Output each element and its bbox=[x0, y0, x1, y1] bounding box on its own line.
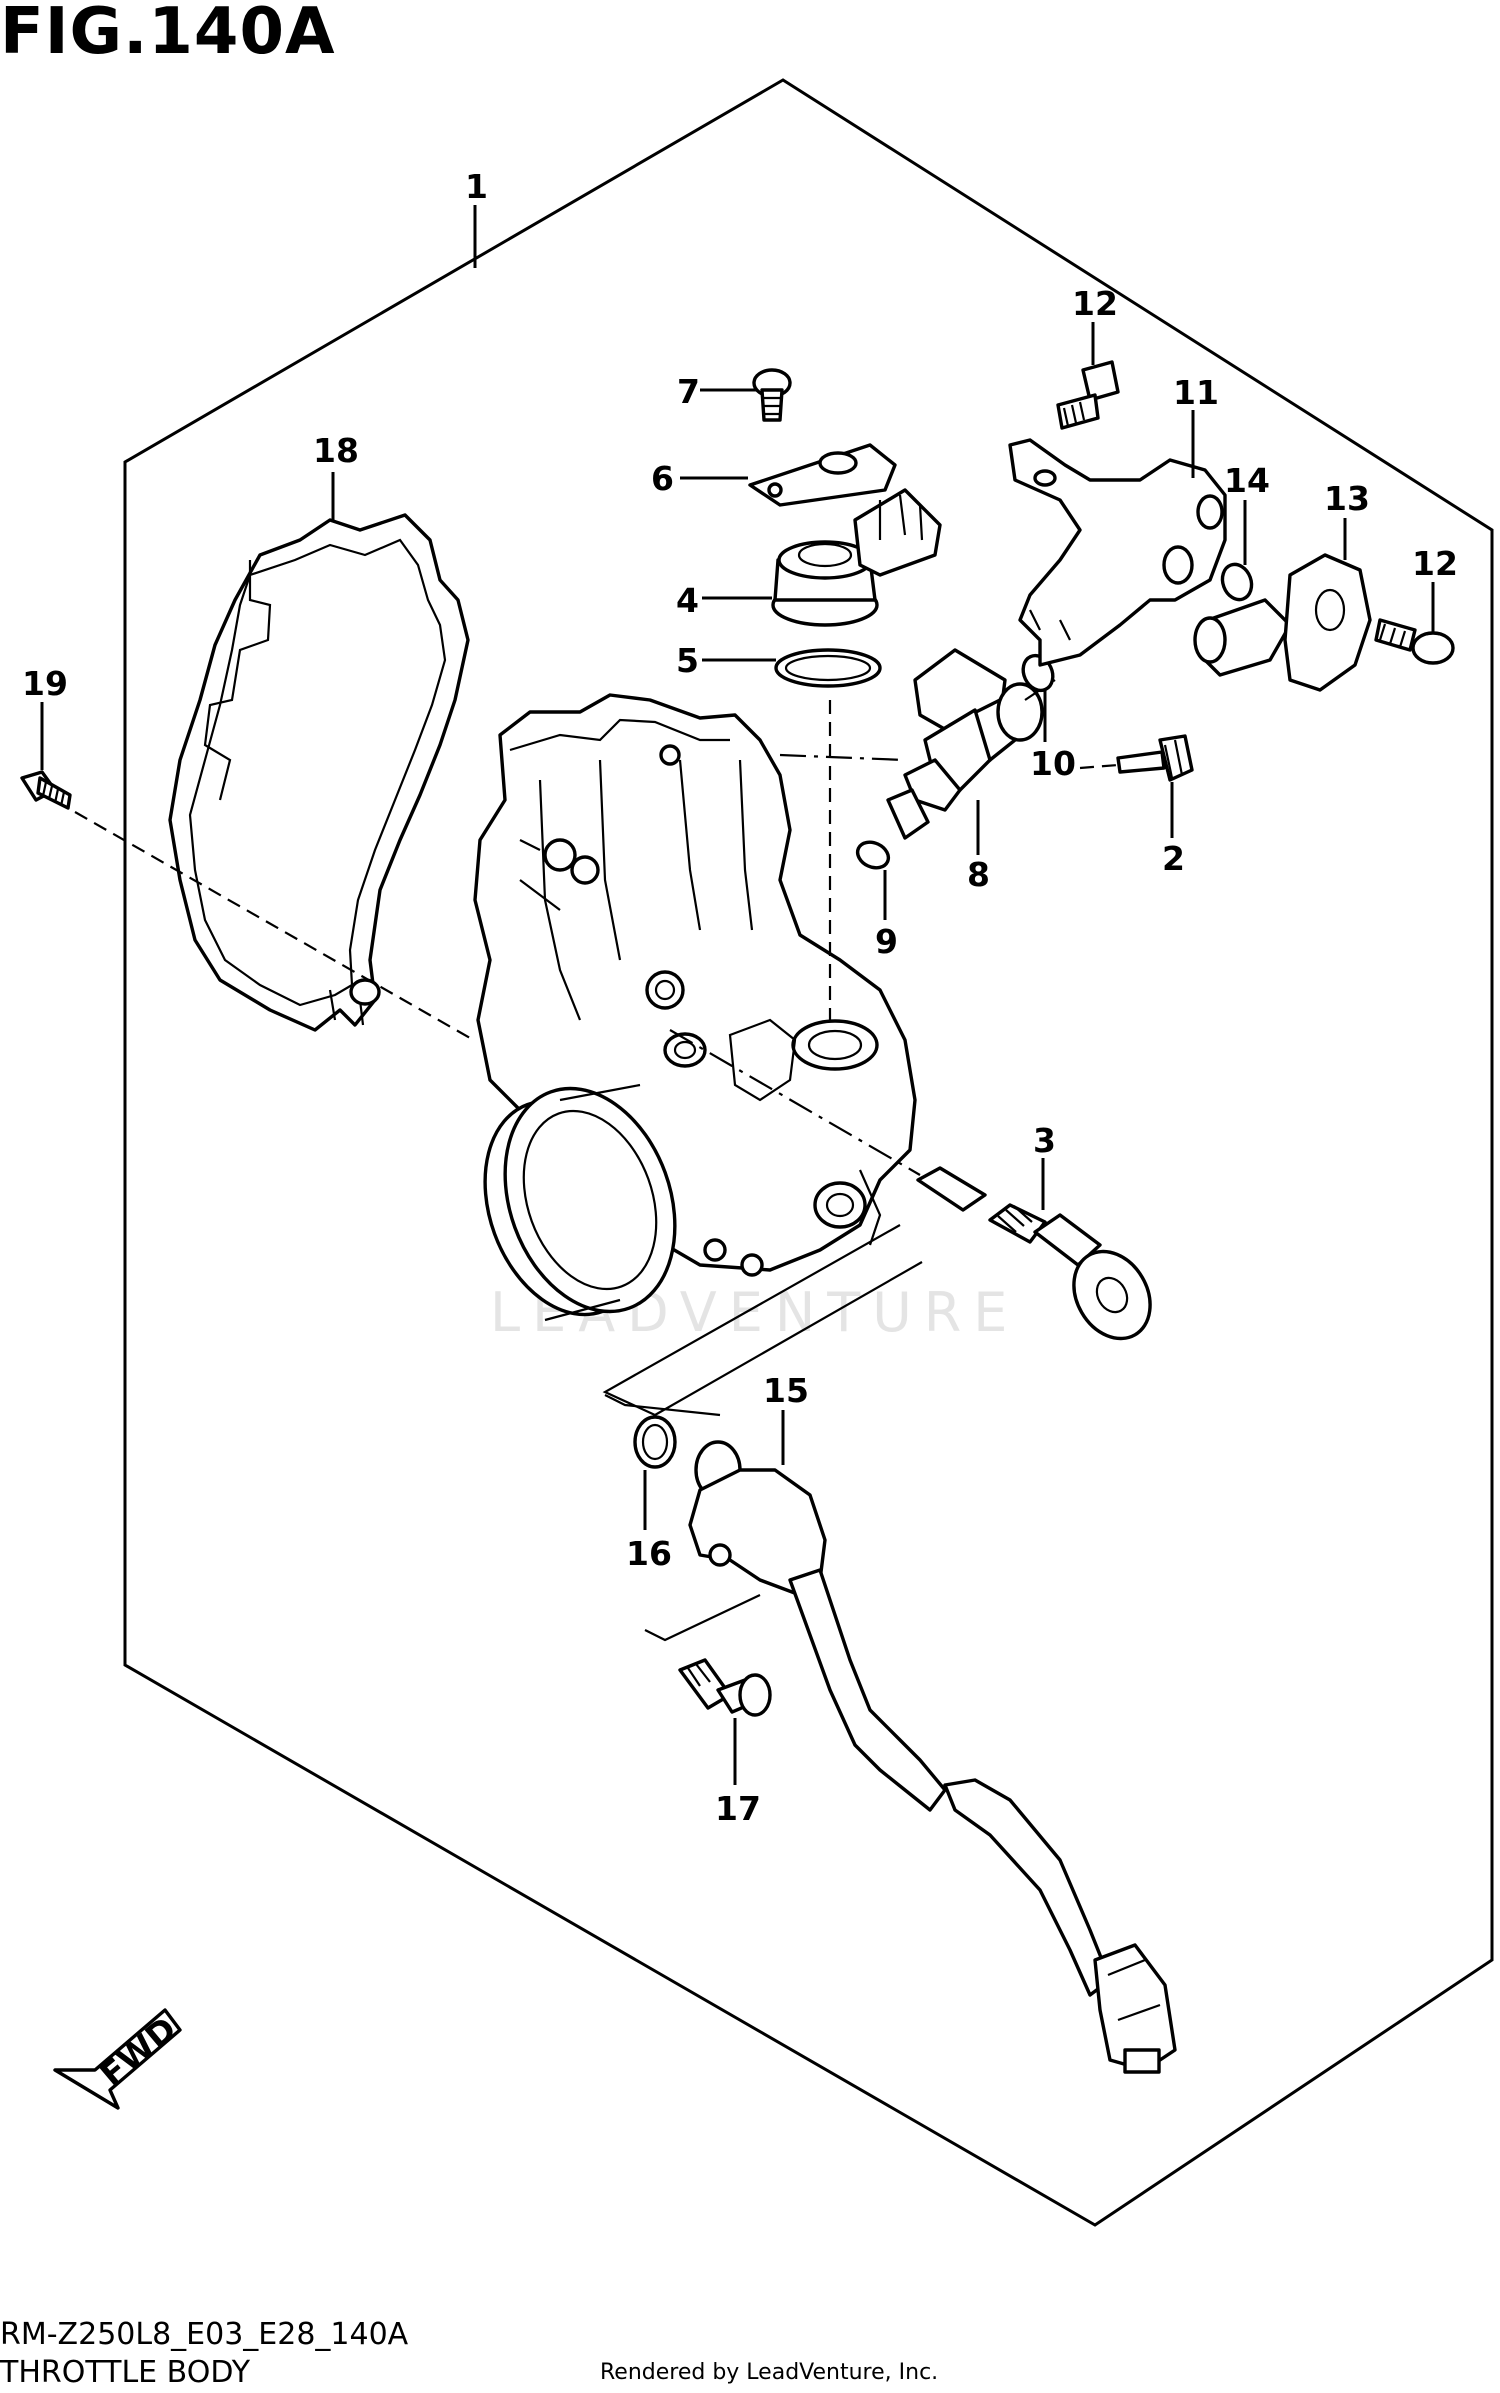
figure-title: FIG.140A bbox=[0, 0, 336, 69]
part-19-screw bbox=[20, 770, 72, 810]
part-6-bracket bbox=[748, 443, 897, 507]
callout-16: 16 bbox=[626, 1534, 672, 1573]
assembly-subbox bbox=[602, 1224, 923, 1417]
part-4-sensor bbox=[771, 488, 942, 627]
part-12a-screw bbox=[1056, 360, 1120, 430]
callout-12-upper: 12 bbox=[1072, 284, 1118, 323]
callout-2: 2 bbox=[1162, 839, 1185, 878]
callout-8: 8 bbox=[967, 855, 990, 894]
callout-3: 3 bbox=[1033, 1121, 1056, 1160]
part-12b-screw bbox=[1374, 618, 1455, 665]
part-15-sensor-harness bbox=[688, 1440, 1177, 2074]
subbox-17 bbox=[644, 1594, 761, 1642]
part-11-bracket bbox=[1008, 438, 1227, 667]
part-16-o-ring bbox=[633, 1415, 677, 1469]
callout-17: 17 bbox=[715, 1789, 761, 1828]
centerline-2 bbox=[1079, 763, 1119, 770]
callout-14: 14 bbox=[1224, 461, 1270, 500]
part-8-injector bbox=[886, 648, 1044, 840]
callout-1: 1 bbox=[465, 167, 488, 206]
part-7-screw bbox=[752, 368, 792, 422]
part-2-screw bbox=[1116, 734, 1194, 782]
callout-4: 4 bbox=[676, 581, 699, 620]
part-3-adjust-screw bbox=[916, 1166, 1152, 1341]
callout-6: 6 bbox=[651, 459, 674, 498]
callout-15: 15 bbox=[763, 1371, 809, 1410]
subbox-16 bbox=[604, 1394, 721, 1417]
callout-13: 13 bbox=[1324, 479, 1370, 518]
callout-10: 10 bbox=[1030, 744, 1076, 783]
callout-7: 7 bbox=[677, 372, 700, 411]
figure-name: THROTTLE BODY bbox=[0, 2355, 251, 2390]
centerline-8a bbox=[779, 753, 906, 762]
part-17-bolt bbox=[678, 1658, 772, 1717]
throttle-body-casting bbox=[473, 693, 917, 1322]
callout-18: 18 bbox=[313, 431, 359, 470]
callout-5: 5 bbox=[676, 641, 699, 680]
render-credit: Rendered by LeadVenture, Inc. bbox=[600, 2360, 939, 2385]
part-18-cover bbox=[168, 513, 470, 1032]
part-13-sensor bbox=[1193, 553, 1372, 692]
centerline-3 bbox=[669, 1029, 921, 1176]
part-9-o-ring bbox=[855, 840, 891, 870]
fwd-arrow-icon bbox=[53, 2008, 182, 2110]
model-code: RM-Z250L8_E03_E28_140A bbox=[0, 2317, 409, 2352]
part-14-o-ring bbox=[1220, 562, 1254, 602]
callout-12-right: 12 bbox=[1412, 544, 1458, 583]
callout-9: 9 bbox=[875, 922, 898, 961]
callout-19: 19 bbox=[22, 664, 68, 703]
centerline-19 bbox=[74, 811, 471, 1039]
assembly-boundary bbox=[123, 78, 1494, 2227]
callout-11: 11 bbox=[1173, 373, 1219, 412]
